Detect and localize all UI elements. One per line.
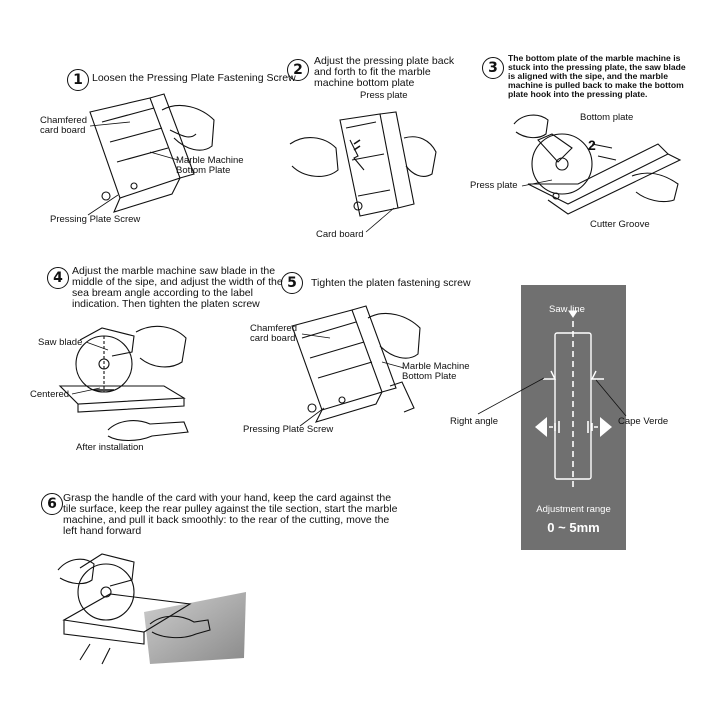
gauge-graphic [535,285,612,550]
step-6-illustration [50,540,246,670]
step-1-number: 1 [67,69,89,91]
step-5-number: 5 [281,272,303,294]
step-2-text: Adjust the pressing plate back and forth… [314,55,455,89]
right-angle-label: Right angle [450,416,499,427]
step-3-number: 3 [482,57,504,79]
step-6-text: Grasp the handle of the card with your h… [63,492,398,537]
step-5-screw-label: Pressing Plate Screw [243,424,334,435]
step-5-marble-label: Marble Machine Bottom Plate [402,361,470,382]
adjustment-gauge-panel: Saw line Adjustment range 0 ~ 5mm [521,285,626,550]
step-2-number: 2 [287,59,309,81]
adjustment-range-value: 0 ~ 5mm [547,520,600,535]
step-6-number: 6 [41,493,63,515]
step-4-text: Adjust the marble machine saw blade in t… [72,265,283,310]
adjustment-range-label: Adjustment range [536,504,611,515]
right-angle-leader [478,378,544,414]
step-3-number-2-label: 2 [588,137,596,153]
step-4-illustration [54,312,194,422]
step-1-chamfered-label: Chamfered card board [40,115,87,136]
step-1-text: Loosen the Pressing Plate Fastening Scre… [92,72,296,84]
step-5-screw-leader [300,408,324,426]
step-4-hand [104,414,194,444]
step-5-illustration [272,296,432,426]
cape-verde-leader [596,380,626,416]
step-1-marble-leader [150,150,178,164]
step-3-bottom-label: Bottom plate [580,112,634,123]
step-2-illustration [280,100,440,230]
step-5-chamfered-leader [302,330,330,340]
step-5-marble-leader [382,360,404,370]
step-3-text: The bottom plate of the marble machine i… [508,53,686,99]
step-5-chamfered-label: Chamfered card board [250,323,297,344]
step-1-chamfered-leader [90,118,130,132]
step-4-centered-leader [72,388,100,396]
step-2-card-leader [366,208,394,232]
step-3-press-label: Press plate [470,180,518,191]
step-4-centered-label: Centered [30,389,70,400]
step-4-blade-label: Saw blade [38,337,83,348]
step-2-press-label: Press plate [360,90,408,101]
step-3-press-leader [522,178,552,188]
step-5-text: Tighten the platen fastening screw [311,277,471,289]
step-1-illustration [62,90,222,220]
step-1-screw-leader [88,195,118,215]
saw-line-label: Saw line [549,304,585,315]
step-3-illustration [508,104,688,224]
step-4-number: 4 [47,267,69,289]
step-3-groove-label: Cutter Groove [590,219,650,230]
step-1-screw-label: Pressing Plate Screw [50,214,141,225]
step-1-marble-label: Marble Machine Bottom Plate [176,155,244,176]
cape-verde-label: Cape Verde [618,416,669,427]
step-4-after-label: After installation [76,442,144,453]
step-2-card-label: Card board [316,229,364,240]
